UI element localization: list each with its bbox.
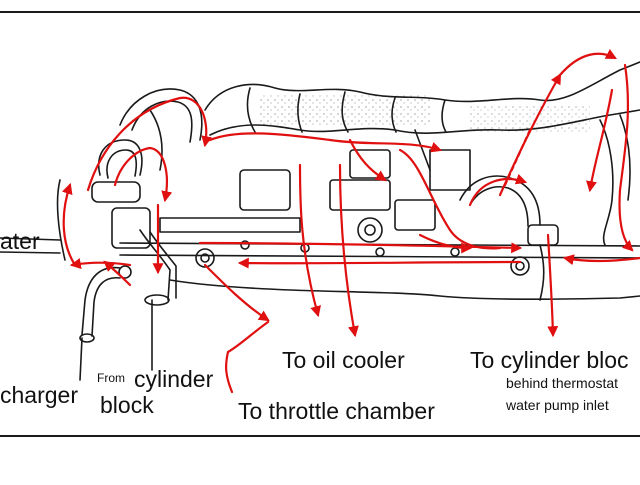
label-from-cylinder: cylinder (134, 366, 214, 392)
flow-arrow-to-throttle-chamber (225, 320, 270, 394)
label-to-throttle-chamber: To throttle chamber (238, 398, 435, 424)
flow-arrow-left-loop (62, 182, 77, 267)
flow-arrow-far-right (618, 63, 634, 252)
flow-arrow-throttle (203, 263, 270, 322)
flow-arrow-dashed (503, 128, 532, 187)
flow-arrow-center-down (338, 163, 359, 338)
flow-arrow-far-right-2 (586, 88, 614, 193)
label-to-oil-cooler: To oil cooler (282, 347, 405, 373)
flow-arrow-to-oil-cooler (298, 163, 321, 318)
coolant-flow-arrows (62, 49, 640, 394)
page-frame (0, 11, 640, 437)
flow-arrow-right-hose (468, 173, 528, 207)
flow-arrow-left-inner (113, 146, 173, 203)
flow-arrow-bottom-left (69, 258, 132, 269)
flow-arrow-mid-loop (398, 148, 502, 250)
flow-arrow-top-right (558, 49, 617, 77)
label-from-block: block (100, 392, 154, 418)
flow-arrow-right-return (562, 254, 640, 266)
flow-arrow-pipe-left (237, 257, 522, 269)
label-to-cylinder-block: To cylinder bloc (470, 347, 629, 373)
label-behind-thermostat: behind thermostat (506, 375, 619, 391)
flow-arrow-manifold-top (208, 132, 443, 153)
label-from-prefix: From (97, 371, 125, 385)
label-charger: charger (0, 382, 78, 408)
flow-arrow-left-top (86, 96, 213, 192)
flow-arrow-upper-center (348, 138, 387, 182)
label-heater: ater (0, 228, 40, 254)
flow-arrow-right-down (546, 233, 559, 338)
flow-arrow-right-mid (418, 233, 473, 254)
engine-line-art (0, 61, 640, 381)
label-water-pump-inlet: water pump inlet (506, 397, 609, 413)
